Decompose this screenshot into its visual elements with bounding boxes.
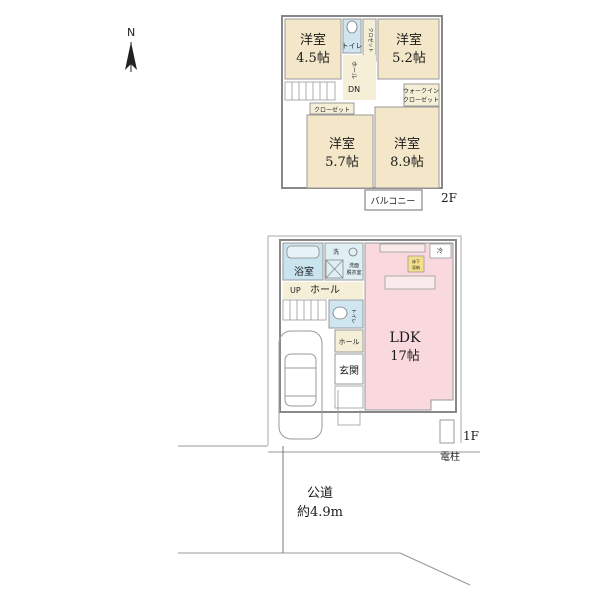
room-2f-d-size: 8.9帖 bbox=[390, 155, 424, 170]
compass-north-label: N bbox=[127, 26, 135, 39]
ldk-size-label: 17帖 bbox=[390, 349, 420, 364]
pantry-label-2: 収納 bbox=[412, 264, 420, 270]
stairs-up-label: UP bbox=[290, 286, 301, 295]
room-2f-d bbox=[374, 106, 440, 189]
washing-machine-label: 洗 bbox=[333, 248, 339, 256]
entrance bbox=[334, 353, 364, 385]
ldk-name-label: LDK bbox=[390, 330, 422, 346]
room-2f-a-size: 4.5帖 bbox=[296, 51, 330, 66]
balcony bbox=[364, 189, 423, 211]
room-2f-c-size: 5.7帖 bbox=[325, 155, 359, 170]
room-2f-a-name: 洋室 bbox=[300, 32, 326, 48]
room-2f-b-size: 5.2帖 bbox=[392, 51, 426, 66]
washroom bbox=[324, 242, 364, 281]
fridge-label: 冷 bbox=[437, 247, 443, 255]
hall-1f-label: ホール bbox=[310, 284, 340, 296]
floor-2f-label: 2F bbox=[441, 191, 457, 205]
car-parking-icon bbox=[278, 330, 323, 440]
hall-small-label: ホール bbox=[339, 338, 360, 346]
floor-2-plan bbox=[281, 15, 443, 211]
room-2f-b bbox=[377, 18, 440, 80]
room-2f-b-name: 洋室 bbox=[396, 32, 422, 48]
balcony-label: バルコニー bbox=[371, 196, 416, 207]
bath-label: 浴室 bbox=[294, 265, 314, 278]
room-2f-a bbox=[284, 18, 342, 80]
toilet-1f-label: トイレ bbox=[350, 308, 356, 323]
floor-1-plan bbox=[267, 235, 462, 445]
closet-small-2f-label: クロゼット bbox=[367, 27, 374, 52]
walk-in-closet-label-1: ウォークイン bbox=[403, 87, 439, 95]
road-width-label: 約4.9m bbox=[297, 505, 343, 520]
north-compass-icon bbox=[125, 42, 137, 72]
entrance-label: 玄関 bbox=[339, 364, 359, 377]
floor-1f-label: 1F bbox=[463, 429, 479, 443]
hall-2f-label: ホール bbox=[350, 61, 357, 79]
stairs-dn-label: DN bbox=[348, 85, 360, 94]
room-2f-d-name: 洋室 bbox=[394, 136, 420, 152]
room-2f-c-name: 洋室 bbox=[329, 136, 355, 152]
washroom-label-1: 洗面 bbox=[349, 262, 359, 269]
washroom-label-2: 脱衣室 bbox=[346, 269, 361, 276]
utility-pole-label: 電柱 bbox=[440, 450, 460, 463]
pantry-label-1: 床下 bbox=[412, 258, 420, 264]
room-2f-c bbox=[306, 114, 374, 189]
toilet-2f-label: トイレ bbox=[342, 42, 363, 50]
walk-in-closet-label-2: クローゼット bbox=[403, 96, 439, 104]
road-name-label: 公道 bbox=[307, 486, 333, 501]
closet-2f-label: クローゼット bbox=[314, 106, 350, 114]
road-lines bbox=[178, 445, 480, 586]
